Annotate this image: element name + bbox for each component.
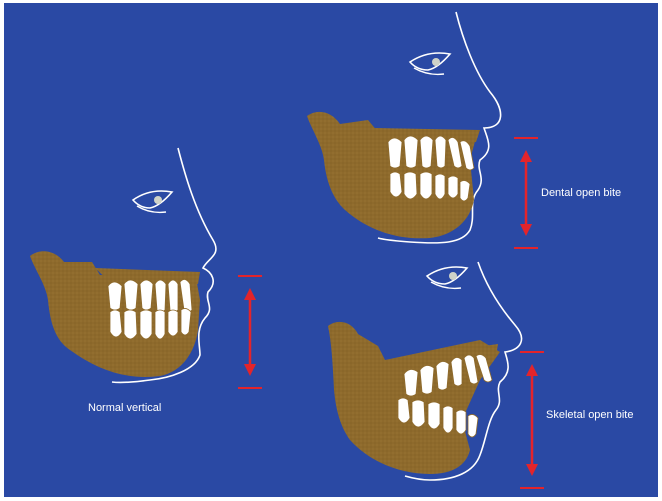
label-dental-open-bite: Dental open bite xyxy=(541,187,621,199)
label-normal-vertical: Normal vertical xyxy=(88,402,161,414)
diagram-background xyxy=(4,3,658,497)
label-skeletal-open-bite: Skeletal open bite xyxy=(546,409,633,421)
